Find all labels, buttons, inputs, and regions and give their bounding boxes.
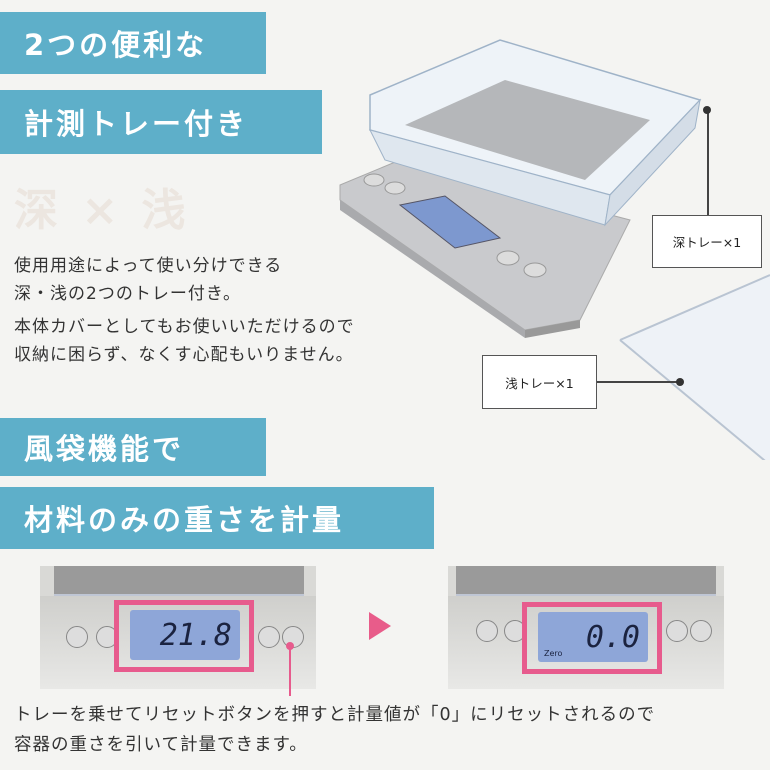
reset-button-leader [289,648,291,696]
weight-value-before: 21.8 [159,618,232,653]
banner-weigh-ingredients: 材料のみの重さを計量 [0,487,434,549]
scale-button-icon [523,262,547,278]
weight-value-after: 0.0 [585,620,640,655]
scale-button-icon [66,626,88,648]
banner-text-3: 風袋機能で [24,432,185,466]
tray-description-line2: 深・浅の2つのトレー付き。 [14,284,241,304]
display-highlight-after [522,602,662,674]
banner-two-convenient: 2つの便利な [0,12,266,74]
storage-description: 本体カバーとしてもお使いいただけるので 収納に困らず、なくす心配もいりません。 [14,313,355,369]
tare-instructions-line1: トレーを乗せてリセットボタンを押すと計量値が「0」にリセットされるので [14,705,656,725]
scale-button-icon [496,250,520,266]
deep-tray-leader-vertical [707,110,709,215]
scale-button-icon [384,181,406,195]
storage-description-line2: 収納に困らず、なくす心配もいりません。 [14,345,354,365]
shallow-tray-leader [597,381,680,383]
tare-instructions: トレーを乗せてリセットボタンを押すと計量値が「0」にリセットされるので 容器の重… [14,700,655,760]
deep-tray-leader-dot [703,106,711,114]
scale-button-icon [476,620,498,642]
storage-description-line1: 本体カバーとしてもお使いいただけるので [14,317,355,337]
scale-button-icon [363,173,385,187]
deep-tray-callout: 深トレー×1 [652,215,762,268]
tray-description-line1: 使用用途によって使い分けできる [14,256,283,276]
banner-text-4: 材料のみの重さを計量 [24,503,345,537]
deep-shallow-watermark: 深 × 浅 [14,185,190,236]
shallow-tray-leader-dot [676,378,684,386]
play-arrow-icon [369,612,391,640]
banner-measuring-tray: 計測トレー付き [0,90,322,154]
banner-text-1: 2つの便利な [24,28,208,62]
scale-product-illustration [339,39,770,460]
reset-button-pointer-dot [286,642,294,650]
zero-indicator: Zero [544,649,563,658]
scale-button-icon [690,620,712,642]
tare-instructions-line2: 容器の重さを引いて計量できます。 [14,735,308,755]
banner-tare-function: 風袋機能で [0,418,266,476]
banner-text-2: 計測トレー付き [24,107,249,141]
scale-button-icon [258,626,280,648]
display-highlight-before [114,600,254,672]
shallow-tray-callout: 浅トレー×1 [482,355,597,409]
lcd-display-before: 21.8 [130,610,240,660]
lcd-display-after: 0.0 Zero [538,612,648,662]
tray-description: 使用用途によって使い分けできる 深・浅の2つのトレー付き。 [14,252,282,308]
scale-button-icon [666,620,688,642]
